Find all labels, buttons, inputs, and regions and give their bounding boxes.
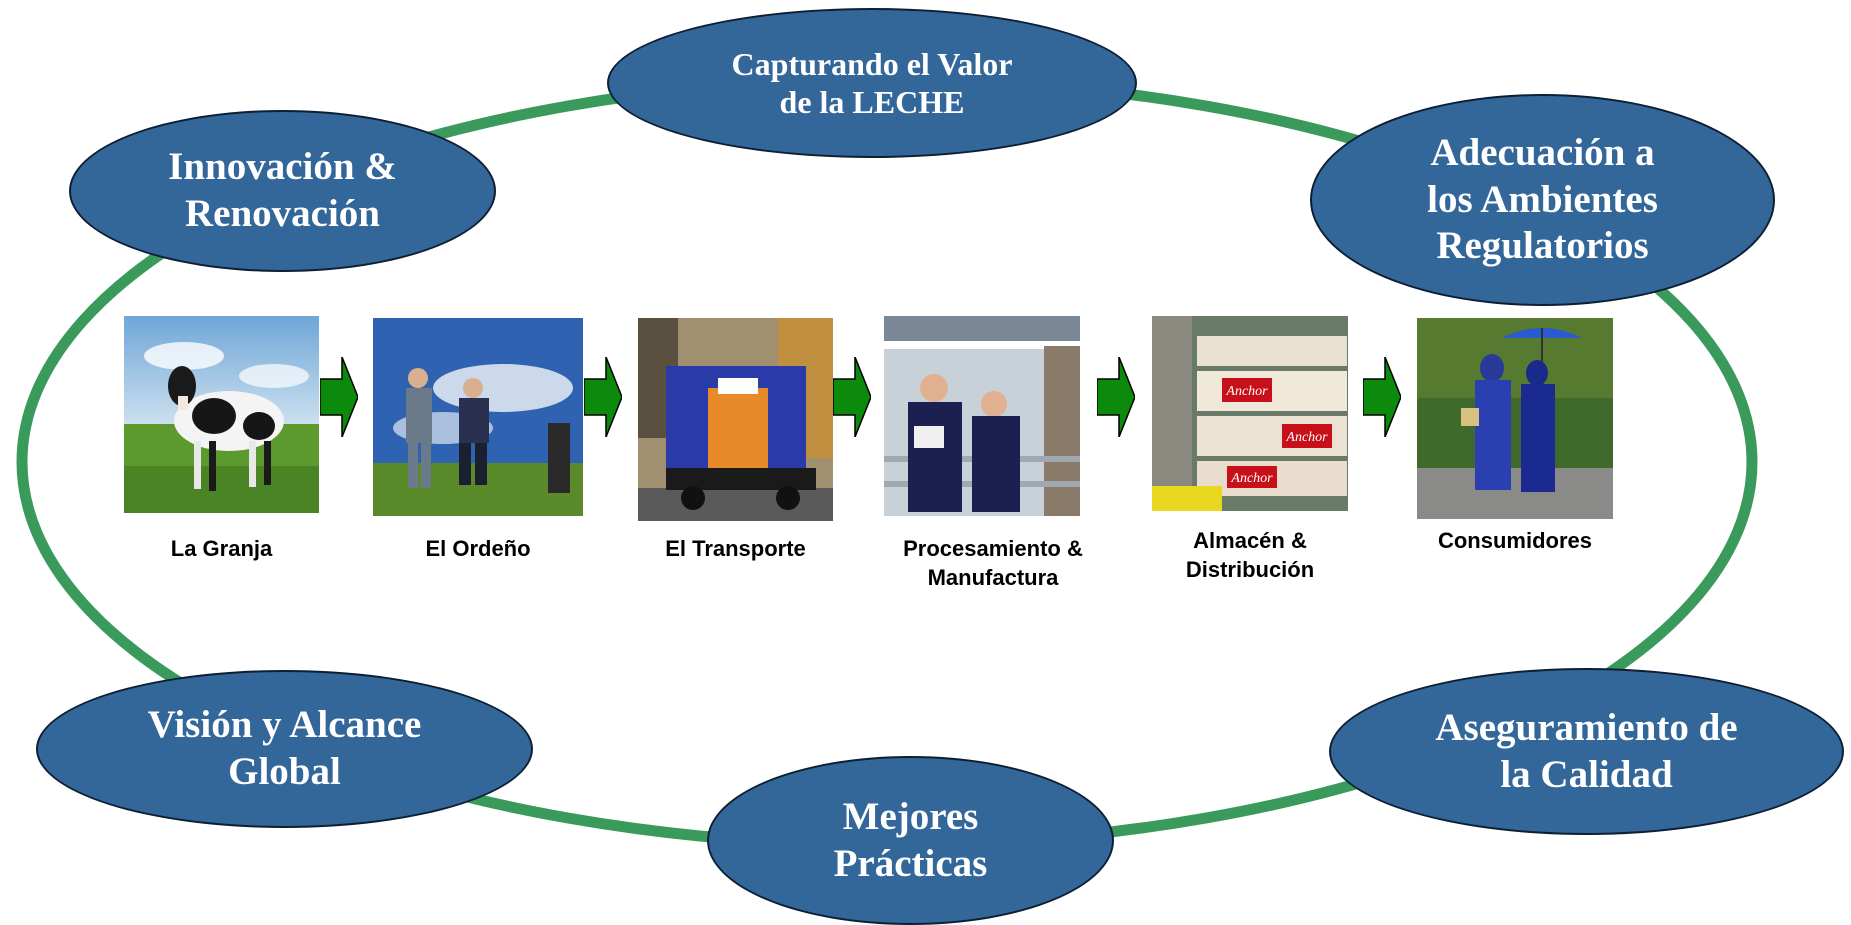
cow-photo xyxy=(124,316,319,513)
right-arrow-icon xyxy=(584,357,622,437)
stage-label-consumers: Consumidores xyxy=(1437,528,1593,553)
stage-label-processing: Procesamiento & Manufactura xyxy=(903,536,1083,590)
farmers-photo xyxy=(373,318,583,516)
anchor-brand-text: Anchor xyxy=(1230,471,1273,486)
stage-label-farm: La Granja xyxy=(170,536,273,561)
stage-label-transport: El Transporte xyxy=(665,536,806,561)
workers-photo xyxy=(884,316,1080,516)
right-arrow-icon xyxy=(833,357,871,437)
node-capturing-value: Capturando el Valor de la LECHE xyxy=(607,8,1137,158)
node-innovation: Innovación & Renovación xyxy=(69,110,496,272)
consumers-photo xyxy=(1417,318,1613,519)
right-arrow-icon xyxy=(1363,357,1401,437)
node-regulatory: Adecuación a los Ambientes Regulatorios xyxy=(1310,94,1775,306)
truck-photo xyxy=(638,318,833,521)
anchor-brand-text: Anchor xyxy=(1225,384,1268,399)
node-global-vision: Visión y Alcance Global xyxy=(36,670,533,828)
stage-label-milking: El Ordeño xyxy=(425,536,531,561)
right-arrow-icon xyxy=(1097,357,1135,437)
warehouse-photo: Anchor Anchor Anchor xyxy=(1152,316,1348,511)
anchor-brand-text: Anchor xyxy=(1285,430,1328,445)
stage-label-warehouse: Almacén & Distribución xyxy=(1185,528,1315,582)
right-arrow-icon xyxy=(320,357,358,437)
node-best-practices: Mejores Prácticas xyxy=(707,756,1114,925)
node-quality: Aseguramiento de la Calidad xyxy=(1329,668,1844,835)
